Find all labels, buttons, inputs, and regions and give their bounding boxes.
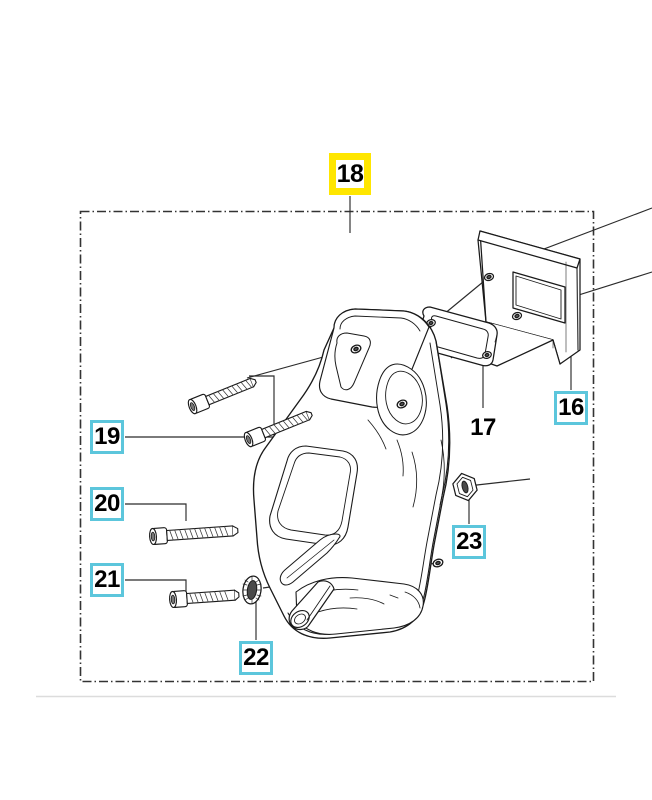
part-socket-head-screw-long-b — [243, 410, 313, 448]
callout-19-label: 19 — [94, 423, 120, 450]
callout-17[interactable]: 17 — [466, 411, 500, 445]
leader-21 — [125, 579, 187, 594]
callout-20[interactable]: 20 — [90, 487, 124, 521]
callout-21-label: 21 — [94, 566, 120, 593]
muffler-outlet-pipe — [288, 580, 335, 631]
callout-16-label: 16 — [558, 394, 584, 421]
callout-20-label: 20 — [94, 490, 120, 517]
leader-20 — [125, 503, 187, 521]
muffler-center-boss-recess — [376, 363, 427, 436]
callout-17-label: 17 — [470, 414, 496, 441]
callout-22-label: 22 — [243, 644, 269, 671]
callout-16[interactable]: 16 — [554, 391, 588, 425]
callout-23[interactable]: 23 — [452, 525, 486, 559]
leader-19-branch-a — [249, 375, 275, 437]
assembly-boundary-frame — [79, 210, 595, 683]
callout-19[interactable]: 19 — [90, 420, 124, 454]
callout-18-label: 18 — [336, 159, 364, 188]
part-socket-head-screw-medium — [149, 525, 239, 546]
muffler-upper-pocket — [334, 332, 371, 391]
part-muffler-assembly — [252, 308, 451, 639]
part-heat-shield-plate — [477, 230, 581, 367]
callout-18[interactable]: 18 — [329, 153, 371, 195]
muffler-mount-bosses — [350, 344, 444, 568]
part-socket-head-screw-short — [169, 589, 240, 609]
callout-23-label: 23 — [456, 528, 482, 555]
callout-22[interactable]: 22 — [239, 641, 273, 675]
part-lock-washer — [242, 575, 262, 605]
part-socket-head-screw-long-a — [187, 377, 257, 415]
part-hex-nut — [452, 472, 478, 502]
callout-21[interactable]: 21 — [90, 563, 124, 597]
